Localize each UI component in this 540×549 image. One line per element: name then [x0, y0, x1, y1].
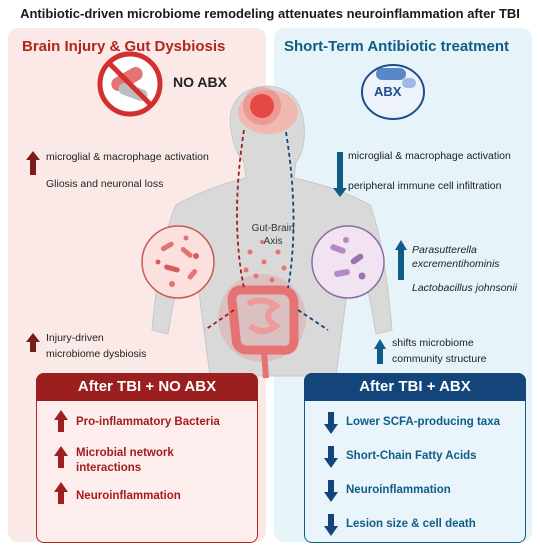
axis-label-line-2: Axis	[263, 236, 283, 247]
no-abx-outcome-3: Neuroinflammation	[76, 490, 181, 502]
microbiome-circle-right	[311, 225, 385, 299]
abx-box-title: After TBI + ABX	[304, 373, 526, 401]
dysbiosis-line-1: Injury-driven	[46, 332, 104, 344]
no-abx-outcome-box	[36, 373, 258, 543]
left-heading: Brain Injury & Gut Dysbiosis	[22, 38, 226, 55]
shift-line-1: shifts microbiome	[392, 337, 474, 349]
right-down-item-1: microglial & macrophage activation	[348, 150, 511, 162]
gut-icon	[218, 274, 306, 379]
right-heading: Short-Term Antibiotic treatment	[284, 38, 510, 55]
brain-injury-icon	[238, 87, 298, 134]
axis-label-line-1: Gut-Brain	[251, 223, 295, 234]
no-abx-box-title: After TBI + NO ABX	[36, 373, 258, 401]
bacteria-name-2: excrementihominis	[412, 258, 500, 270]
no-antibiotics-icon	[97, 51, 163, 117]
gut-brain-axis-label: Gut-Brain Axis	[248, 222, 298, 248]
abx-badge: ABX	[374, 84, 402, 99]
no-abx-outcome-1: Pro-inflammatory Bacteria	[76, 416, 220, 428]
left-up-arrows	[26, 151, 40, 352]
abx-outcome-box	[304, 373, 526, 543]
right-down-arrows	[333, 152, 407, 364]
bacteria-name-1: Parasutterella	[412, 244, 477, 256]
abx-outcome-3: Neuroinflammation	[346, 484, 451, 496]
human-body-figure	[151, 85, 393, 377]
abx-outcome-1: Lower SCFA-producing taxa	[346, 416, 500, 428]
bacteria-name-3: Lactobacillus johnsonii	[412, 282, 518, 294]
no-abx-badge: NO ABX	[173, 74, 227, 90]
gut-brain-axis-arrows	[204, 129, 329, 331]
abx-outcome-4: Lesion size & cell death	[346, 518, 476, 530]
dysbiosis-line-2: microbiome dysbiosis	[46, 348, 147, 360]
abx-outcome-2: Short-Chain Fatty Acids	[346, 450, 477, 462]
no-abx-outcome-2b: interactions	[76, 462, 142, 474]
no-abx-outcome-2a: Microbial network	[76, 447, 174, 459]
left-up-item-2: Gliosis and neuronal loss	[46, 178, 164, 190]
left-up-item-1: microglial & macrophage activation	[46, 151, 209, 163]
antibiotic-capsules-icon	[361, 64, 425, 120]
right-down-item-2: peripheral immune cell infiltration	[348, 180, 502, 192]
shift-line-2: community structure	[392, 353, 487, 365]
bacteria-dots	[243, 240, 287, 283]
figure-title: Antibiotic-driven microbiome remodeling …	[20, 6, 520, 21]
microbiome-circle-left	[141, 225, 215, 299]
